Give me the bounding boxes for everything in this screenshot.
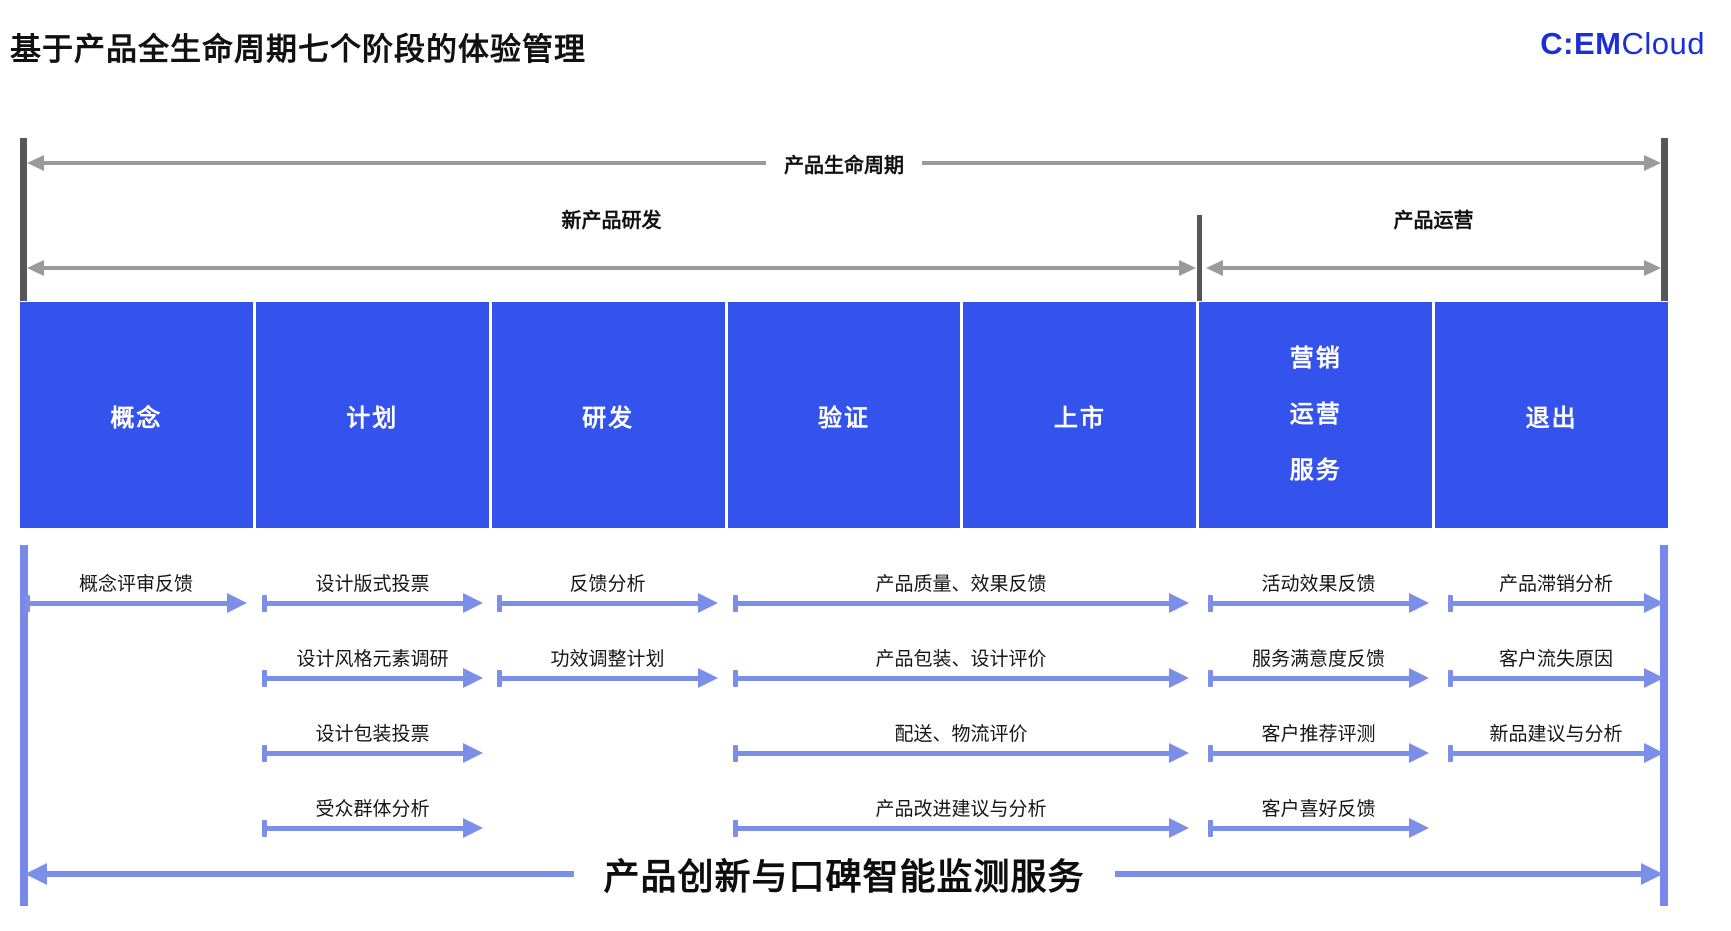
arrowhead-right-icon [1179, 260, 1196, 276]
service-arrow: 产品创新与口碑智能监测服务 [25, 856, 1664, 897]
stage-plan: 计划 [255, 302, 489, 528]
arrowhead-right-icon [463, 818, 483, 838]
arrowhead-right-icon [698, 668, 718, 688]
arrowhead-right-icon [698, 593, 718, 613]
feedback-label: 产品包装、设计评价 [875, 649, 1047, 670]
arrowhead-right-icon [463, 668, 483, 688]
arrowhead-right-icon [1169, 743, 1189, 763]
stage-label-line: 运营 [1289, 401, 1342, 428]
stage-concept: 概念 [20, 302, 253, 528]
feedback-label: 反馈分析 [569, 574, 646, 595]
stage-label: 概念 [110, 404, 163, 432]
feedback-endpost-right [1660, 545, 1668, 906]
stage-band: 概念 计划 研发 验证 上市 营销 运营 服务 退出 [20, 302, 1669, 528]
arrowhead-right-icon [1169, 818, 1189, 838]
lifecycle-endpost-left [20, 138, 27, 301]
feedback-arrow-packaging-design: 产品包装、设计评价 [733, 649, 1189, 688]
stage-label: 验证 [818, 404, 870, 432]
lifecycle-arrow: 产品生命周期 [27, 153, 1661, 177]
logo-cem-text: C:EM [1540, 26, 1622, 61]
arrowhead-left-icon [1206, 260, 1223, 276]
feedback-arrow-delivery-logistics: 配送、物流评价 [733, 724, 1189, 763]
arrowhead-right-icon [463, 593, 483, 613]
feedback-arrow-improvement-suggestion: 产品改进建议与分析 [733, 799, 1189, 838]
feedback-arrow-quality-effect: 产品质量、效果反馈 [733, 574, 1189, 613]
stage-exit: 退出 [1435, 302, 1669, 528]
service-label: 产品创新与口碑智能监测服务 [603, 856, 1085, 897]
feedback-arrow-package-vote: 设计包装投票 [262, 724, 483, 763]
arrowhead-right-icon [1169, 593, 1189, 613]
feedback-arrow-layout-vote: 设计版式投票 [262, 574, 483, 613]
arrowhead-right-icon [1409, 743, 1429, 763]
feedback-label: 客户推荐评测 [1261, 724, 1376, 745]
arrowhead-left-icon [25, 863, 47, 885]
feedback-label: 受众群体分析 [315, 799, 430, 820]
arrowhead-right-icon [1641, 863, 1664, 885]
feedback-label: 服务满意度反馈 [1251, 649, 1385, 670]
feedback-label: 功效调整计划 [550, 649, 665, 670]
feedback-label: 活动效果反馈 [1261, 574, 1376, 595]
feedback-arrow-efficacy-plan: 功效调整计划 [497, 649, 718, 688]
arrowhead-right-icon [1644, 155, 1661, 171]
stage-label-line: 营销 [1289, 345, 1342, 372]
rd-phase-arrow [27, 258, 1196, 278]
lifecycle-label: 产品生命周期 [784, 154, 904, 177]
stage-label: 研发 [582, 404, 635, 432]
arrowhead-right-icon [1409, 818, 1429, 838]
rd-phase-label: 新产品研发 [561, 210, 662, 232]
page-title: 基于产品全生命周期七个阶段的体验管理 [10, 32, 586, 67]
arrowhead-right-icon [1409, 668, 1429, 688]
feedback-label: 设计包装投票 [315, 724, 430, 745]
stage-marketing-ops-service: 营销 运营 服务 [1199, 302, 1433, 528]
feedback-arrow-service-satisfaction: 服务满意度反馈 [1208, 649, 1429, 688]
feedback-label: 配送、物流评价 [894, 724, 1028, 745]
arrowhead-left-icon [27, 155, 44, 171]
arrowhead-right-icon [1644, 668, 1664, 688]
feedback-arrow-newproduct-suggestion: 新品建议与分析 [1448, 724, 1664, 763]
stage-label-line: 服务 [1289, 457, 1342, 484]
feedback-label: 客户流失原因 [1498, 649, 1613, 670]
lifecycle-endpost-right [1661, 138, 1668, 301]
feedback-arrow-preference-feedback: 客户喜好反馈 [1208, 799, 1429, 838]
arrowhead-right-icon [1644, 260, 1661, 276]
arrowhead-right-icon [227, 593, 247, 613]
feedback-arrow-audience-analysis: 受众群体分析 [262, 799, 483, 838]
feedback-label: 概念评审反馈 [78, 574, 193, 595]
logo-cloud-text: Cloud [1621, 26, 1705, 61]
arrowhead-right-icon [463, 743, 483, 763]
ops-phase-label: 产品运营 [1393, 210, 1474, 232]
feedback-arrow-concept-review: 概念评审反馈 [25, 574, 247, 613]
stage-label: 计划 [346, 404, 399, 432]
arrowhead-right-icon [1644, 593, 1664, 613]
feedback-label: 产品质量、效果反馈 [875, 574, 1047, 595]
arrowhead-right-icon [1644, 743, 1664, 763]
ops-phase-arrow [1206, 258, 1661, 278]
stage-launch: 上市 [963, 302, 1197, 528]
feedback-label: 产品改进建议与分析 [875, 799, 1047, 820]
feedback-label: 新品建议与分析 [1489, 724, 1623, 745]
feedback-arrow-feedback-analysis: 反馈分析 [497, 574, 718, 613]
feedback-label: 客户喜好反馈 [1261, 799, 1376, 820]
feedback-arrow-unsold-analysis: 产品滞销分析 [1448, 574, 1664, 613]
arrowhead-right-icon [1169, 668, 1189, 688]
feedback-label: 设计版式投票 [315, 574, 430, 595]
feedback-label: 产品滞销分析 [1498, 574, 1613, 595]
feedback-endpost-left [20, 545, 28, 906]
stage-verify: 验证 [727, 302, 961, 528]
stage-rd: 研发 [491, 302, 725, 528]
feedback-arrow-churn-reason: 客户流失原因 [1448, 649, 1664, 688]
feedback-arrow-style-research: 设计风格元素调研 [262, 649, 483, 688]
lifecycle-divider [1197, 215, 1202, 301]
arrowhead-right-icon [1409, 593, 1429, 613]
arrowhead-left-icon [27, 260, 44, 276]
cemcloud-logo: C:EM Cloud [1540, 26, 1705, 62]
feedback-arrow-campaign-effect: 活动效果反馈 [1208, 574, 1429, 613]
stage-label: 上市 [1053, 404, 1106, 432]
stage-label: 退出 [1525, 404, 1578, 432]
feedback-arrow-recommend-review: 客户推荐评测 [1208, 724, 1429, 763]
feedback-label: 设计风格元素调研 [296, 649, 449, 670]
